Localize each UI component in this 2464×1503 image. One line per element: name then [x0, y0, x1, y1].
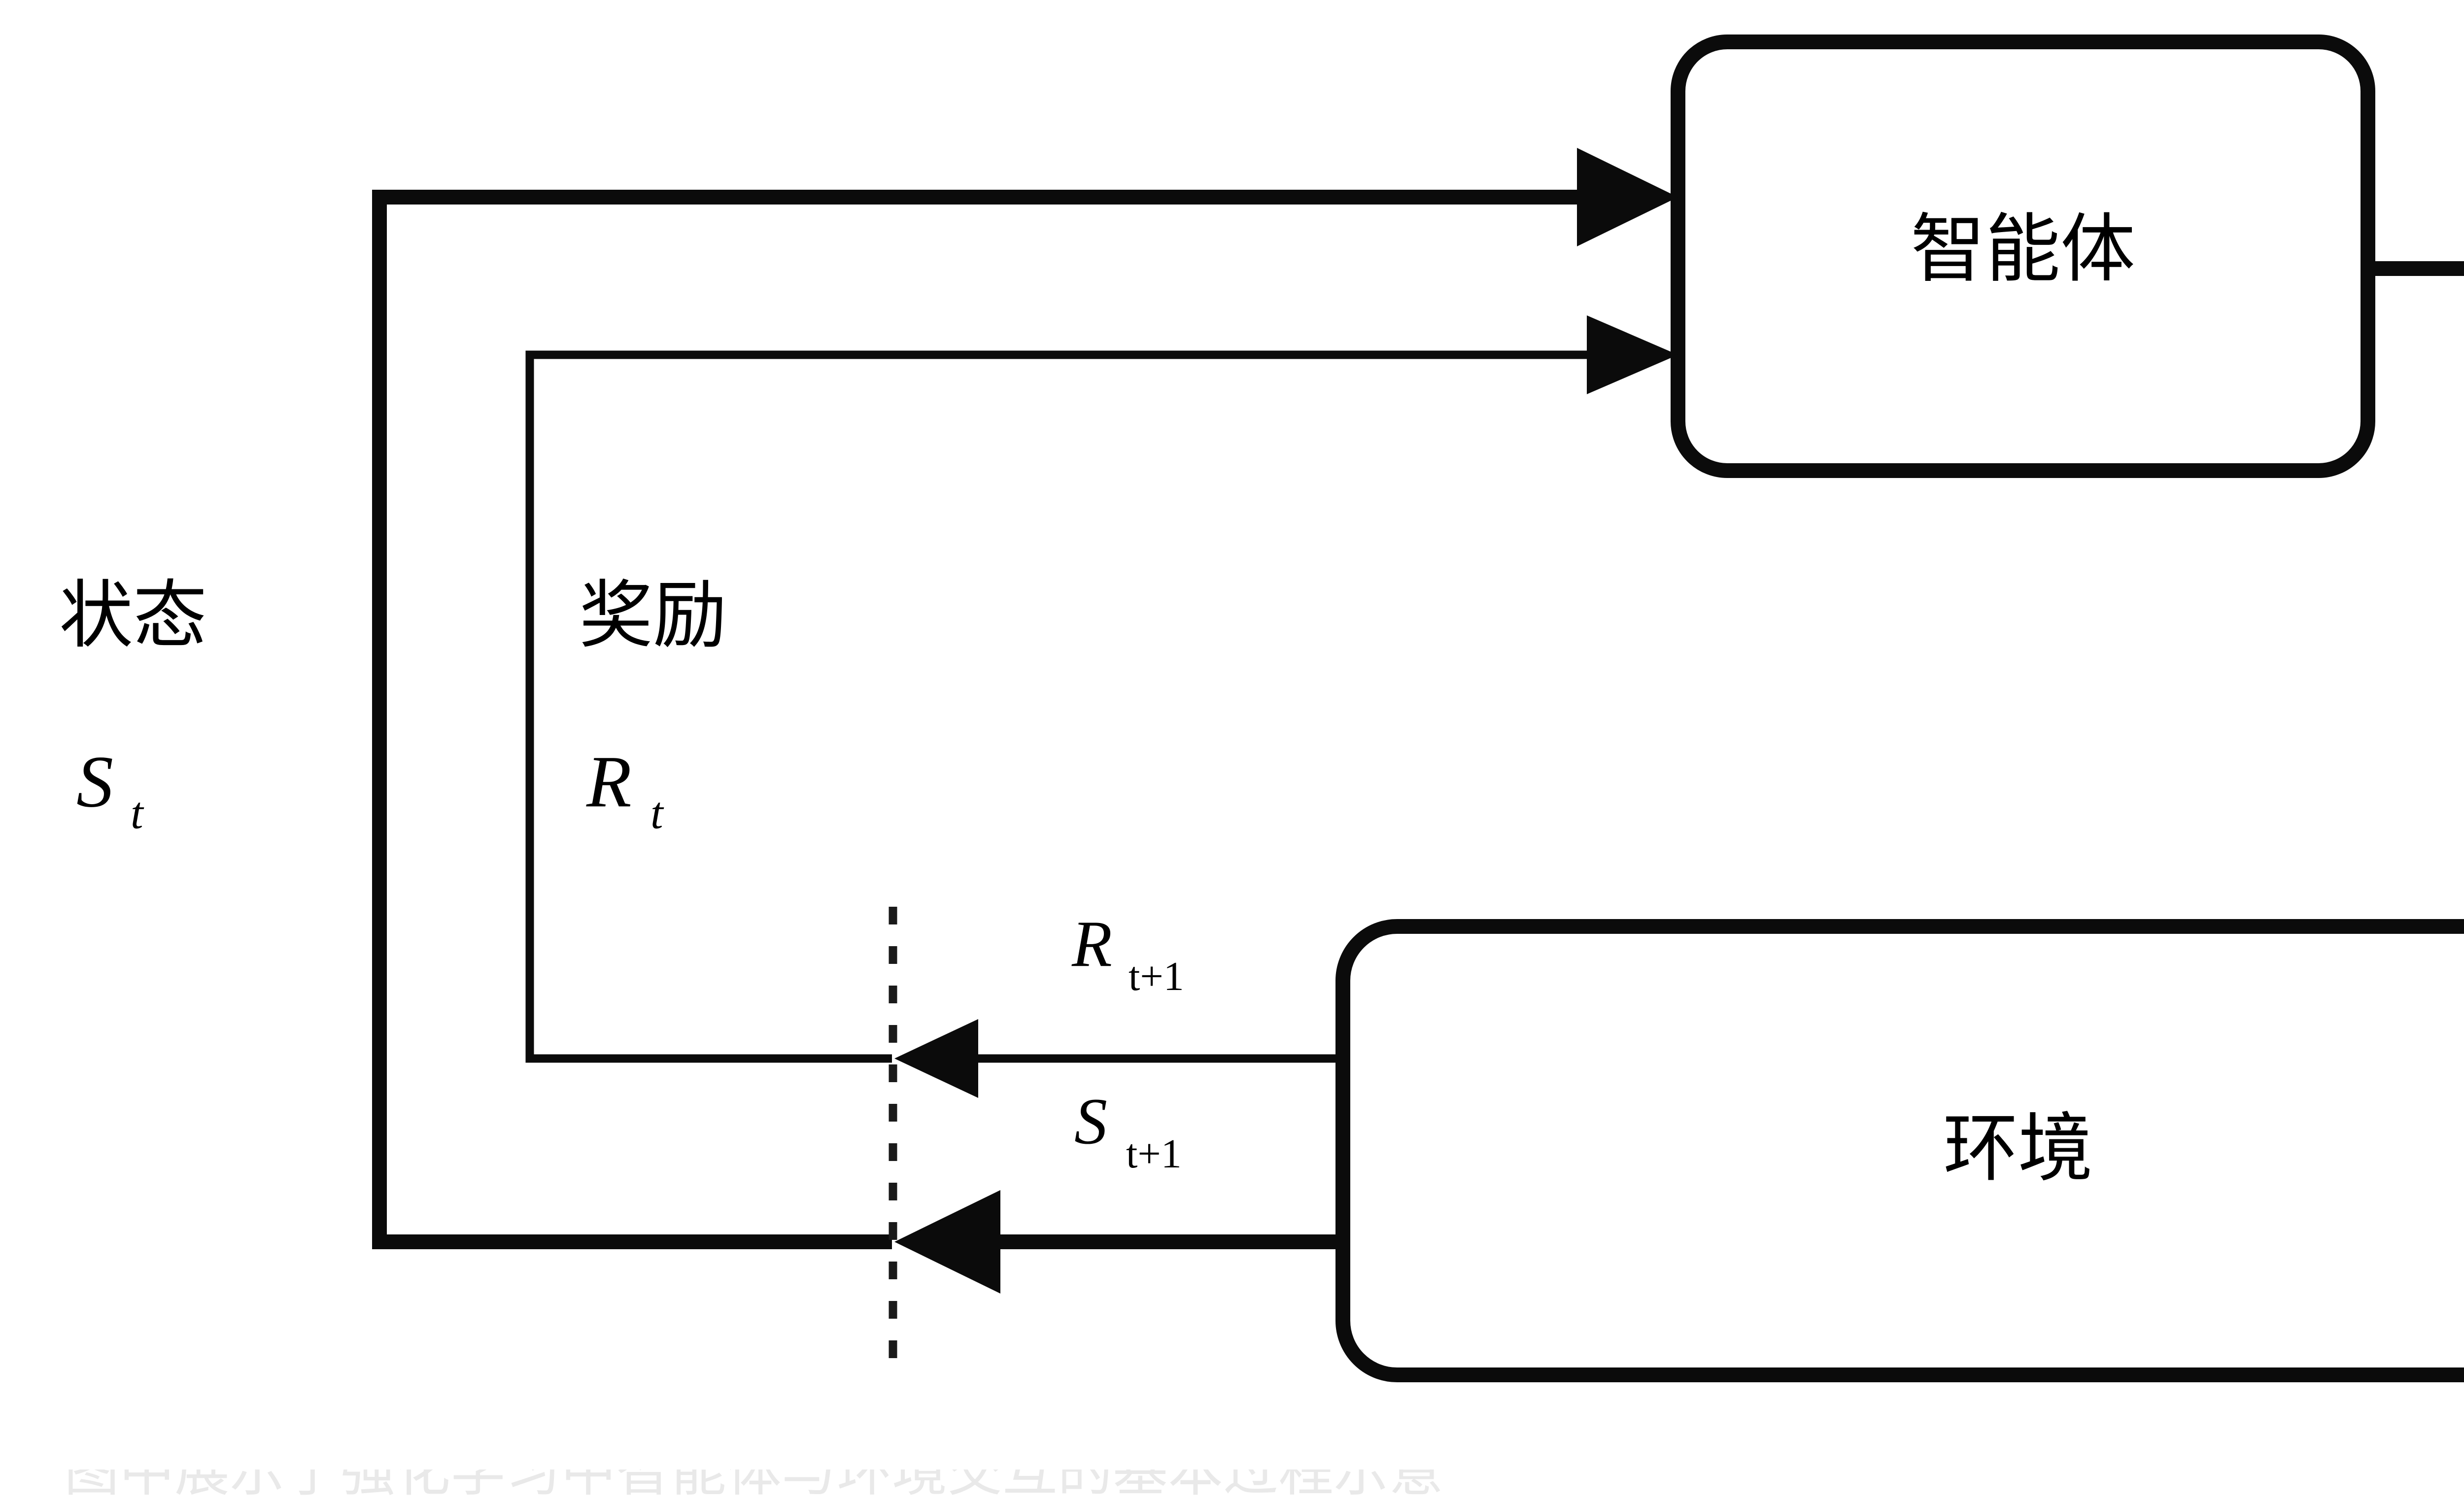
state-label-cjk: 状态	[59, 573, 207, 658]
figure-caption-text: 图中展示了强化学习中智能体与环境交互的基本过程示意	[64, 1469, 1444, 1503]
reward-feedback-line	[525, 350, 1592, 1063]
reward-symbol-subscript: t	[650, 788, 664, 838]
environment-box-label: 环境	[1943, 1105, 2093, 1192]
agent-box-label: 智能体	[1911, 205, 2135, 293]
state-feedback-line	[372, 190, 1621, 1249]
reward-emission-arrow-head-icon	[894, 1019, 978, 1098]
agent-box[interactable]	[1671, 34, 2375, 478]
state-next-symbol: S	[1074, 1085, 1107, 1158]
reward-next-symbol: R	[1071, 907, 1112, 980]
reward-arrow-head-icon	[1587, 315, 1678, 394]
state-symbol-subscript: t	[131, 788, 144, 838]
state-symbol: S	[76, 741, 113, 822]
state-arrow-head-icon	[1577, 148, 1678, 246]
figure-caption: 图中展示了强化学习中智能体与环境交互的基本过程示意	[64, 1469, 1690, 1503]
reward-label-cjk: 奖励	[579, 573, 727, 658]
state-next-subscript: t+1	[1126, 1131, 1182, 1177]
reward-next-subscript: t+1	[1129, 954, 1184, 999]
state-emission-arrow-head-icon	[894, 1190, 1000, 1294]
reward-symbol: R	[586, 741, 632, 822]
environment-box[interactable]	[1335, 919, 2464, 1382]
